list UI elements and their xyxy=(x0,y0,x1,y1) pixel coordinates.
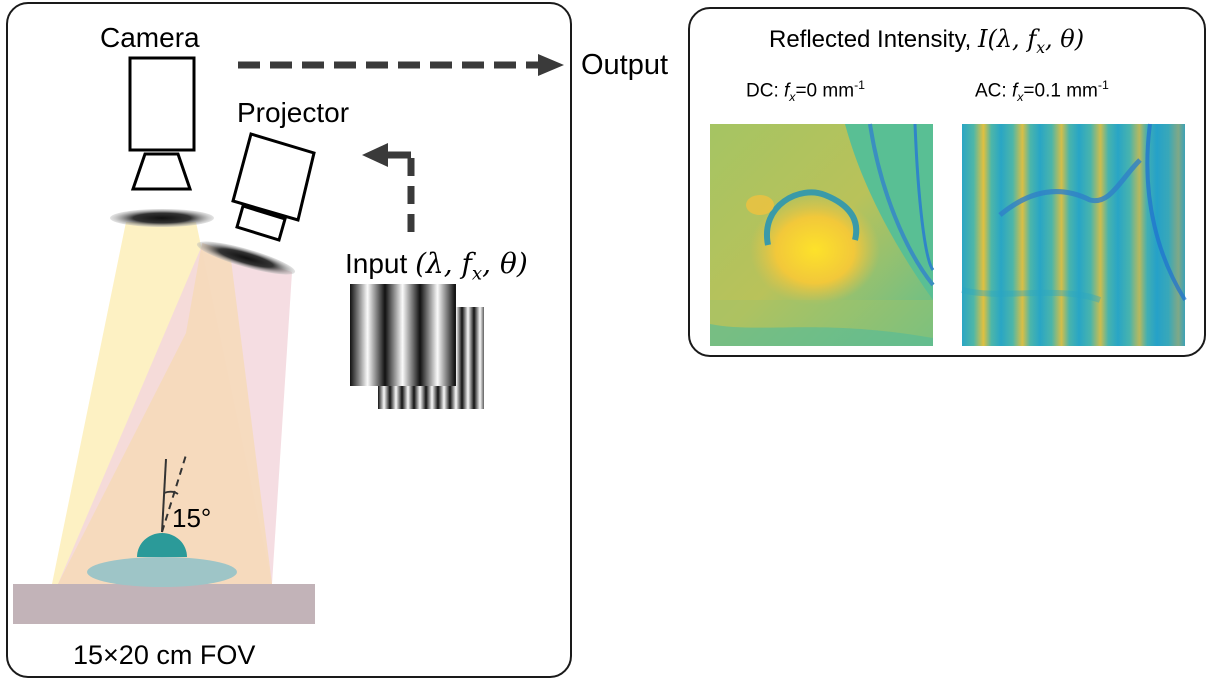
ac-sub: x xyxy=(1017,90,1024,105)
ri-title-math-sub: x xyxy=(1036,38,1045,57)
ac-sup: -1 xyxy=(1097,78,1109,92)
projector-label: Projector xyxy=(237,97,350,128)
fov-label: 15×20 cm FOV xyxy=(73,640,256,670)
input-label-prefix: Input xyxy=(345,248,416,279)
dc-intensity-image xyxy=(710,123,935,346)
camera-label: Camera xyxy=(100,22,200,53)
input-math-start: (λ, f xyxy=(415,247,472,280)
output-arrow xyxy=(238,54,564,76)
skin-lesion xyxy=(137,533,187,557)
angle-arc xyxy=(163,490,179,495)
normal-line xyxy=(161,458,167,533)
tissue-sample xyxy=(87,557,237,587)
dc-var: f xyxy=(784,80,790,102)
projector-icon xyxy=(196,132,316,275)
angle-label: 15° xyxy=(172,503,212,533)
dc-value: =0 mm xyxy=(795,80,855,102)
ri-title-math: I(λ, fx, θ) xyxy=(978,25,1085,56)
low-frequency-pattern xyxy=(350,284,456,386)
dc-sup: -1 xyxy=(854,78,866,92)
ri-title-prefix: Reflected Intensity, xyxy=(769,26,978,53)
dc-sub: x xyxy=(789,90,796,105)
input-math: (λ, fx, θ) xyxy=(415,247,528,284)
tilt-line xyxy=(161,454,187,533)
beam-overlap-region xyxy=(58,243,272,584)
input-math-sub: x xyxy=(471,263,483,285)
ac-var: f xyxy=(1011,80,1018,102)
ac-prefix: AC: xyxy=(975,80,1012,102)
input-math-end: , θ) xyxy=(482,247,528,280)
output-label: Output xyxy=(581,49,669,81)
dc-prefix: DC: xyxy=(746,80,784,102)
input-label: Input (λ, fx, θ) xyxy=(345,250,528,284)
reflected-intensity-title: Reflected Intensity, I(λ, fx, θ) xyxy=(769,27,1084,56)
camera-icon xyxy=(110,56,214,227)
ri-title-math-start: I(λ, f xyxy=(978,25,1037,53)
ac-intensity-image xyxy=(961,123,1187,346)
ri-title-math-end: , θ) xyxy=(1045,25,1085,53)
ac-value: =0.1 mm xyxy=(1023,80,1098,102)
input-arrow xyxy=(362,143,415,232)
sample-stage xyxy=(13,584,315,624)
dc-label: DC: fx=0 mm-1 xyxy=(746,79,865,103)
ac-label: AC: fx=0.1 mm-1 xyxy=(975,79,1109,103)
